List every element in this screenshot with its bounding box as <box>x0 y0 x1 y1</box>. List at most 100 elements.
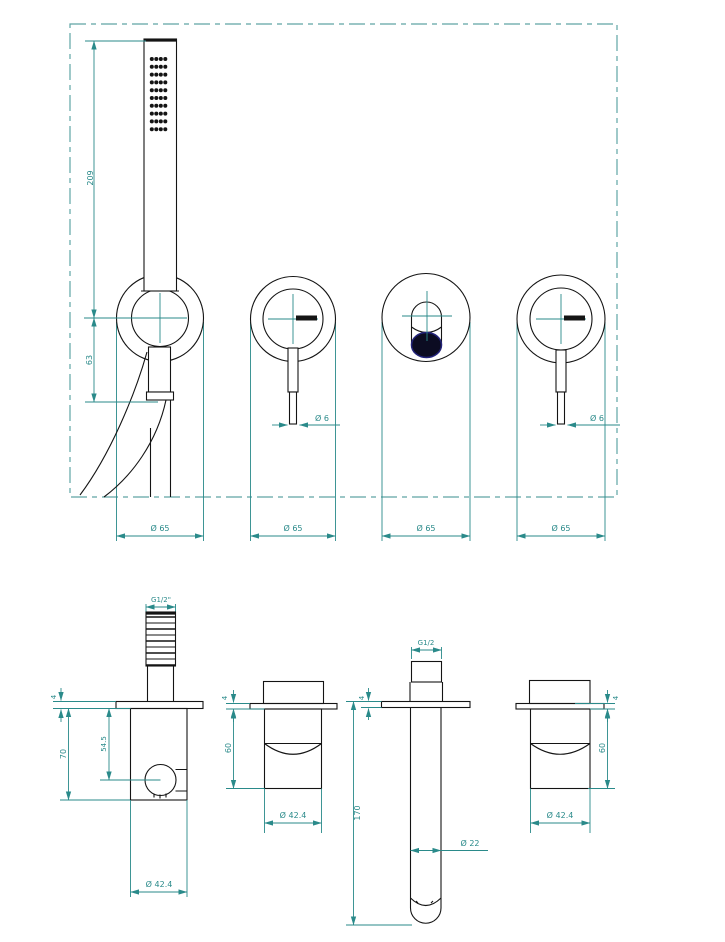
nozzle-dot <box>149 119 154 124</box>
extension-lines <box>53 701 131 709</box>
holder-body <box>129 707 188 801</box>
nozzle-dots <box>149 57 168 132</box>
nozzle-dot <box>163 103 168 108</box>
dim-label: Ø 65 <box>283 523 302 533</box>
dim-label: G1/2" <box>151 596 171 604</box>
nozzle-dot <box>158 64 163 69</box>
nozzle-dot <box>154 72 159 77</box>
hose-curve-inner <box>103 399 167 498</box>
nozzle-dot <box>149 64 154 69</box>
dim-label: Ø 42.4 <box>280 810 307 820</box>
dim-label: Ø 6 <box>590 413 604 423</box>
nozzle-dot <box>163 64 168 69</box>
pipe-rounded-end <box>409 907 442 924</box>
knob-knurl-ticks <box>153 793 167 799</box>
dim-spout-thread: G1/2 <box>411 639 442 659</box>
dim-escutcheon-left-handle: Ø 65 <box>250 322 336 541</box>
dim-label: 60 <box>224 743 233 753</box>
dim-hook-offset: 54.5 <box>100 708 161 781</box>
brand-mark-icon <box>296 315 317 321</box>
dim-spout-pipe-diameter: Ø 22 <box>410 838 488 854</box>
center-cross <box>402 291 452 341</box>
lever-base <box>555 349 567 393</box>
wall-plate <box>115 700 204 710</box>
nozzle-dot <box>154 111 159 116</box>
nozzle-dot <box>154 57 159 61</box>
front-view-right-handle <box>516 274 606 425</box>
extension-lines <box>250 322 336 541</box>
handshower-wand <box>143 38 178 292</box>
front-view-handshower <box>79 38 205 498</box>
handle-body <box>263 708 323 790</box>
nozzle-dot <box>158 119 163 124</box>
dim-left-handle-depth: 60 <box>224 708 265 789</box>
hose-curve-outer <box>79 351 148 496</box>
nozzle-dot <box>154 80 159 85</box>
dim-escutcheon-spout: Ø 65 <box>381 322 471 541</box>
lever-rod <box>288 391 298 425</box>
side-views: G1/2" 4 70 <box>50 596 620 926</box>
spout-pipe <box>409 707 442 908</box>
wall-plate <box>515 702 605 710</box>
lever-base <box>287 347 299 393</box>
dim-right-handle-body-diameter: Ø 42.4 <box>530 788 591 833</box>
extension-lines <box>575 703 615 710</box>
wall-outline <box>69 23 618 498</box>
recess-arc <box>530 743 591 755</box>
nozzle-dot <box>154 64 159 69</box>
nozzle-dot <box>163 127 168 132</box>
front-views: Ø 65 Ø 65 Ø 65 Ø 65 <box>69 23 620 541</box>
side-view-right-handle: 4 60 Ø 42.4 <box>515 679 620 833</box>
dim-label: Ø 42.4 <box>146 879 173 889</box>
side-view-left-handle: 4 60 Ø 42.4 <box>221 680 338 833</box>
dim-label: Ø 65 <box>416 523 435 533</box>
nozzle-dot <box>149 57 154 61</box>
dim-label: 70 <box>59 749 68 759</box>
knob-bracket-lines <box>175 768 187 792</box>
nozzle-dot <box>154 96 159 100</box>
dim-spout-length: 170 <box>346 701 412 926</box>
nozzle-dot <box>149 103 154 108</box>
dim-label: G1/2 <box>418 639 435 647</box>
dim-label: Ø 65 <box>551 523 570 533</box>
nozzle-dot <box>158 103 163 108</box>
dim-holder-offset: 63 <box>85 317 158 403</box>
nozzle-dot <box>154 119 159 124</box>
nozzle-dot <box>163 57 168 61</box>
nozzle-dot <box>158 111 163 116</box>
extension-lines <box>346 701 382 708</box>
outlet-ticks <box>415 900 434 904</box>
nozzle-dot <box>158 88 163 93</box>
thread-ribs <box>146 616 176 666</box>
nozzle-dot <box>158 57 163 61</box>
nozzle-dot <box>163 72 168 77</box>
hose-nut <box>145 391 175 401</box>
dim-label: Ø 6 <box>315 413 329 423</box>
nozzle-dot <box>163 96 168 100</box>
nozzle-dot <box>158 127 163 132</box>
outlet-lip-arc <box>410 897 442 907</box>
nozzle-dot <box>163 88 168 93</box>
side-view-holder: G1/2" 4 70 <box>50 596 204 897</box>
wall-plate <box>249 702 338 710</box>
nozzle-dot <box>149 127 154 132</box>
dim-label: 63 <box>85 355 94 365</box>
dim-label: 60 <box>598 743 607 753</box>
extension-lines <box>226 703 265 710</box>
escutcheon-outer-circle <box>381 272 471 363</box>
extension-lines <box>145 604 176 612</box>
dim-lever-right: Ø 6 <box>540 413 620 428</box>
front-view-left-handle <box>249 275 337 425</box>
side-view-spout: G1/2 4 170 Ø 22 <box>346 639 488 926</box>
nozzle-dot <box>158 72 163 77</box>
wall-plate <box>380 700 471 709</box>
upper-pipe <box>409 682 444 702</box>
thread-body <box>145 611 177 667</box>
spout-outlet <box>410 331 443 359</box>
nozzle-dot <box>149 88 154 93</box>
dim-lever-left: Ø 6 <box>272 413 340 428</box>
dim-left-handle-body-diameter: Ø 42.4 <box>264 788 322 833</box>
dim-holder-depth: 70 <box>59 708 130 801</box>
extension-lines <box>130 800 188 897</box>
